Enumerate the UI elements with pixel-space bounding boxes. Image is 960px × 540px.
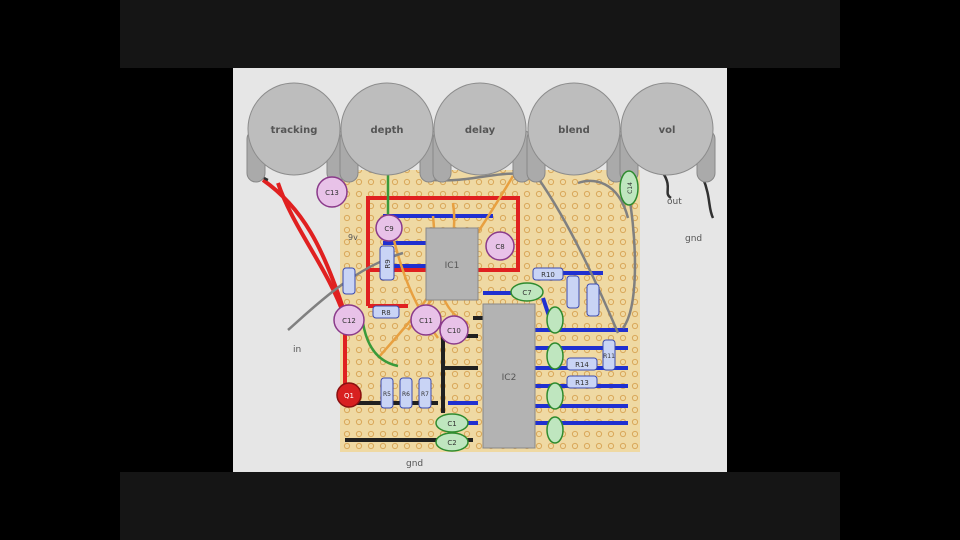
resistor-label: R10 (541, 271, 555, 279)
resistor-unlabeled[interactable] (342, 267, 600, 317)
pot-tracking[interactable]: tracking (246, 82, 346, 183)
cap-c11[interactable]: C11 (410, 304, 442, 336)
resistor-label: R14 (575, 361, 589, 369)
resistor-r7[interactable]: R7 (418, 377, 432, 409)
ic2[interactable]: IC2 (482, 303, 536, 449)
pot-label: depth (371, 125, 404, 136)
cap-label: C2 (447, 439, 456, 447)
cap-c13[interactable]: C13 (316, 176, 348, 208)
cap-c14[interactable]: C14 (619, 170, 639, 206)
film-caps-unlabeled[interactable] (546, 306, 564, 444)
letterbox-top (120, 0, 840, 68)
stripboard-svg: tracking depth delay blend vol IC1 IC2 R… (246, 82, 716, 469)
cap-label: C14 (627, 182, 634, 194)
resistor-label: R7 (421, 391, 429, 398)
cap-c9[interactable]: C9 (375, 214, 403, 242)
resistor-r10[interactable]: R10 (532, 267, 564, 281)
resistor-label: R5 (383, 391, 391, 398)
resistor-label: R13 (575, 379, 589, 387)
resistor-r13[interactable]: R13 (566, 375, 598, 389)
led-q1[interactable]: Q1 (336, 382, 362, 408)
label-out: out (667, 197, 682, 207)
resistor-r11[interactable]: R11 (602, 339, 616, 371)
resistor-label: R8 (381, 309, 390, 317)
cap-label: C12 (342, 317, 356, 325)
cap-c7[interactable]: C7 (510, 282, 544, 302)
cap-label: C1 (447, 420, 456, 428)
label-gnd-right: gnd (685, 234, 702, 244)
pot-label: tracking (271, 125, 318, 136)
cap-label: C10 (447, 327, 461, 335)
cap-label: C9 (384, 225, 393, 233)
cap-label: C7 (522, 289, 531, 297)
letterbox-bottom (120, 472, 840, 540)
pot-vol[interactable]: vol (619, 82, 716, 183)
cap-c1[interactable]: C1 (435, 413, 469, 433)
resistor-r6[interactable]: R6 (399, 377, 413, 409)
cap-c10[interactable]: C10 (439, 315, 469, 345)
ic-label: IC1 (445, 261, 460, 271)
resistor-r14[interactable]: R14 (566, 357, 598, 371)
ic1[interactable]: IC1 (425, 227, 479, 301)
cap-c2[interactable]: C2 (435, 432, 469, 452)
label-in: in (293, 345, 301, 355)
resistor-label: R9 (384, 259, 392, 268)
pot-label: vol (659, 125, 676, 136)
label-9v: 9v (348, 233, 358, 242)
resistor-r8[interactable]: R8 (372, 305, 400, 319)
pot-blend[interactable]: blend (526, 82, 626, 183)
resistor-r9[interactable]: R9 (379, 245, 395, 281)
cap-label: C11 (419, 317, 433, 325)
cap-c8[interactable]: C8 (485, 231, 515, 261)
label-gnd-bottom: gnd (406, 459, 423, 469)
pot-label: blend (558, 125, 590, 136)
layout-diagram: tracking depth delay blend vol IC1 IC2 R… (233, 68, 727, 472)
resistor-r5[interactable]: R5 (380, 377, 394, 409)
ic-label: IC2 (502, 373, 517, 383)
pot-label: delay (465, 125, 496, 136)
resistor-label: R6 (402, 391, 410, 398)
cap-c12[interactable]: C12 (333, 304, 365, 336)
led-label: Q1 (344, 392, 354, 400)
cap-label: C8 (495, 243, 504, 251)
resistor-label: R11 (603, 353, 615, 360)
pot-delay[interactable]: delay (432, 82, 532, 183)
cap-label: C13 (325, 189, 339, 197)
pot-depth[interactable]: depth (339, 82, 439, 183)
